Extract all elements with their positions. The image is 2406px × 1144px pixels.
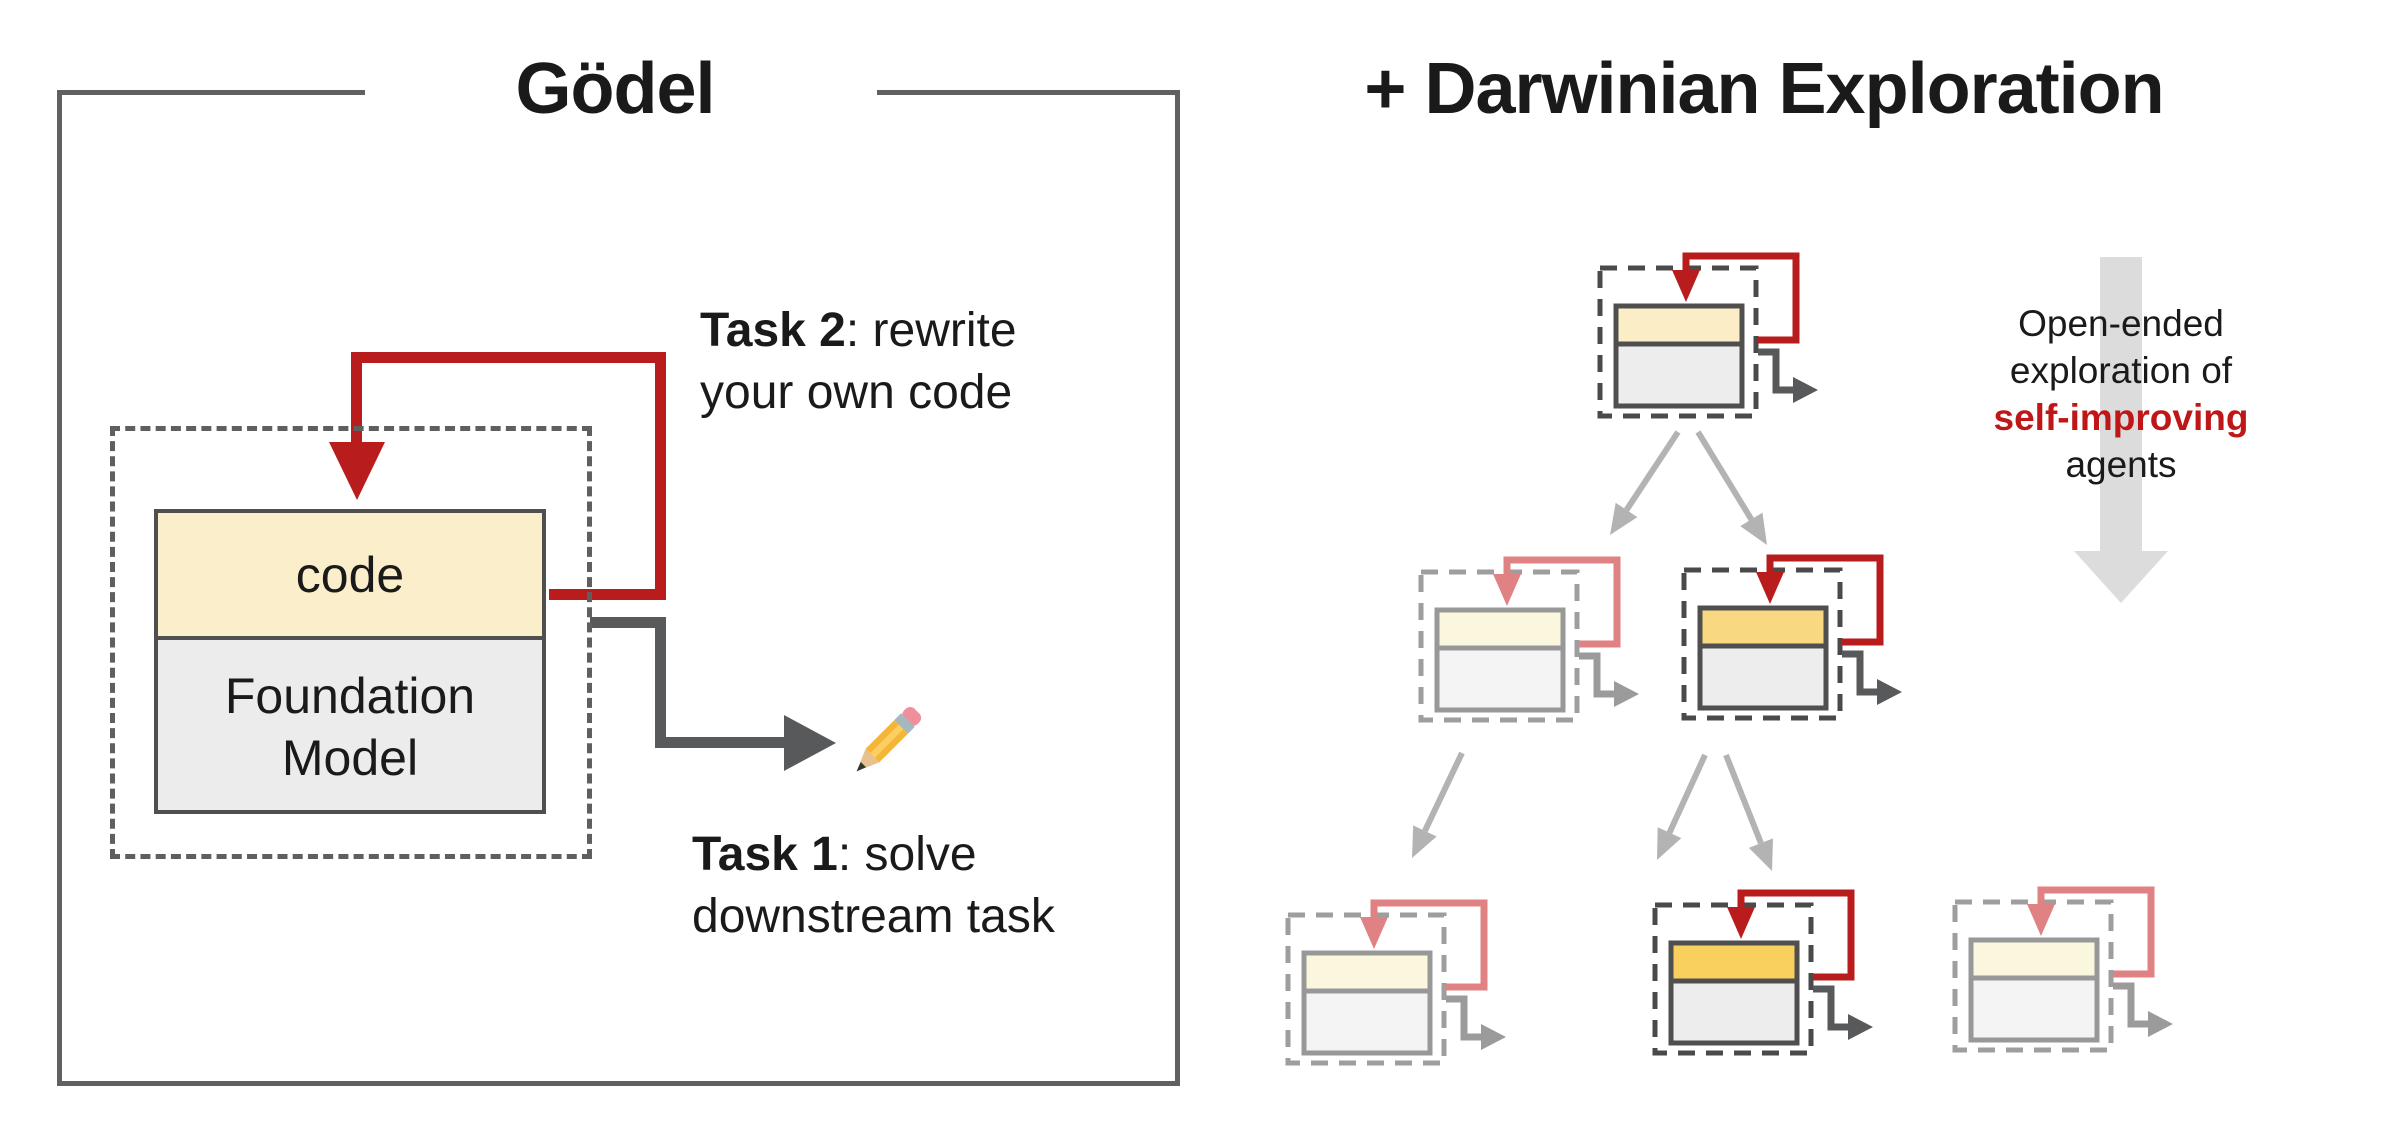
pencil-icon (856, 706, 922, 772)
open-ended-down-arrow-head-icon (2074, 551, 2168, 603)
task1-label: Task 1: solve downstream task (692, 828, 1055, 943)
open-ended-down-arrow-bar (2100, 257, 2142, 553)
task2-label: Task 2: rewrite your own code (700, 304, 1017, 419)
code-band: code (158, 513, 542, 640)
tree-node-grandchild-middle-agent (1652, 889, 1873, 1056)
open-ended-caption: Open-ended exploration of self-improving… (1993, 303, 2249, 485)
task-arrowhead-icon (784, 715, 836, 771)
task1-label-bold: Task 1 (692, 828, 838, 881)
godel-panel-title: Gödel (515, 49, 715, 129)
tree-node-root-agent (1597, 252, 1818, 419)
self-improving-highlight: self-improving (1993, 397, 2249, 438)
self-rewrite-arrowhead-icon (329, 442, 385, 500)
godel-title-gap (365, 82, 877, 104)
foundation-label-line2: Model (281, 730, 419, 786)
self-rewrite-arrow-down (351, 352, 362, 444)
agent-box: code Foundation Model (154, 509, 546, 814)
tree-node-grandchild-left-agent (1285, 899, 1506, 1066)
foundation-label-line1: Foundation (224, 668, 476, 724)
tree-node-child-left-agent (1418, 556, 1639, 723)
agent-dashed-box (110, 426, 592, 859)
self-rewrite-arrow-top (351, 352, 666, 363)
darwinian-panel-title: + Darwinian Exploration (1364, 49, 2164, 129)
tree-node-grandchild-right-agent (1952, 886, 2173, 1053)
foundation-model-band: Foundation Model (158, 640, 542, 814)
self-rewrite-arrow-out (549, 589, 666, 600)
task-arrow-down (655, 617, 666, 748)
task2-label-bold: Task 2 (700, 304, 846, 357)
task-arrow-right (655, 737, 785, 748)
tree-node-child-right-agent (1681, 554, 1902, 721)
task-arrow-out (590, 617, 666, 628)
self-rewrite-arrow-right (655, 352, 666, 600)
code-label: code (295, 546, 405, 603)
